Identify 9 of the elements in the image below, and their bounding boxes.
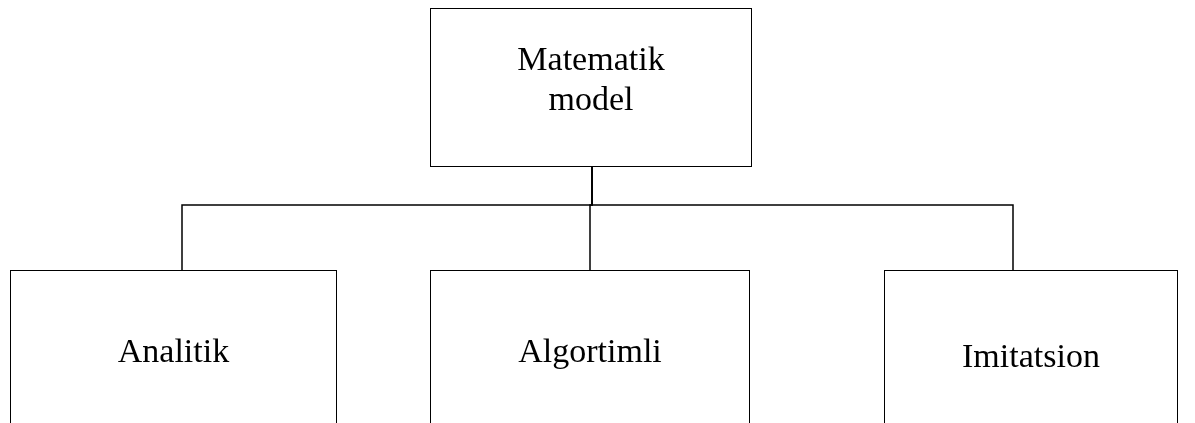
box-label: Algortimli	[517, 331, 663, 371]
category-box	[430, 270, 750, 423]
connector-line	[591, 166, 1014, 271]
category-box	[10, 270, 337, 423]
category-box	[430, 8, 752, 167]
box-label: Matematik model	[516, 39, 666, 119]
box-label: Analitik	[116, 331, 231, 371]
box-label: Imitatsion	[961, 336, 1101, 376]
category-box	[884, 270, 1178, 423]
